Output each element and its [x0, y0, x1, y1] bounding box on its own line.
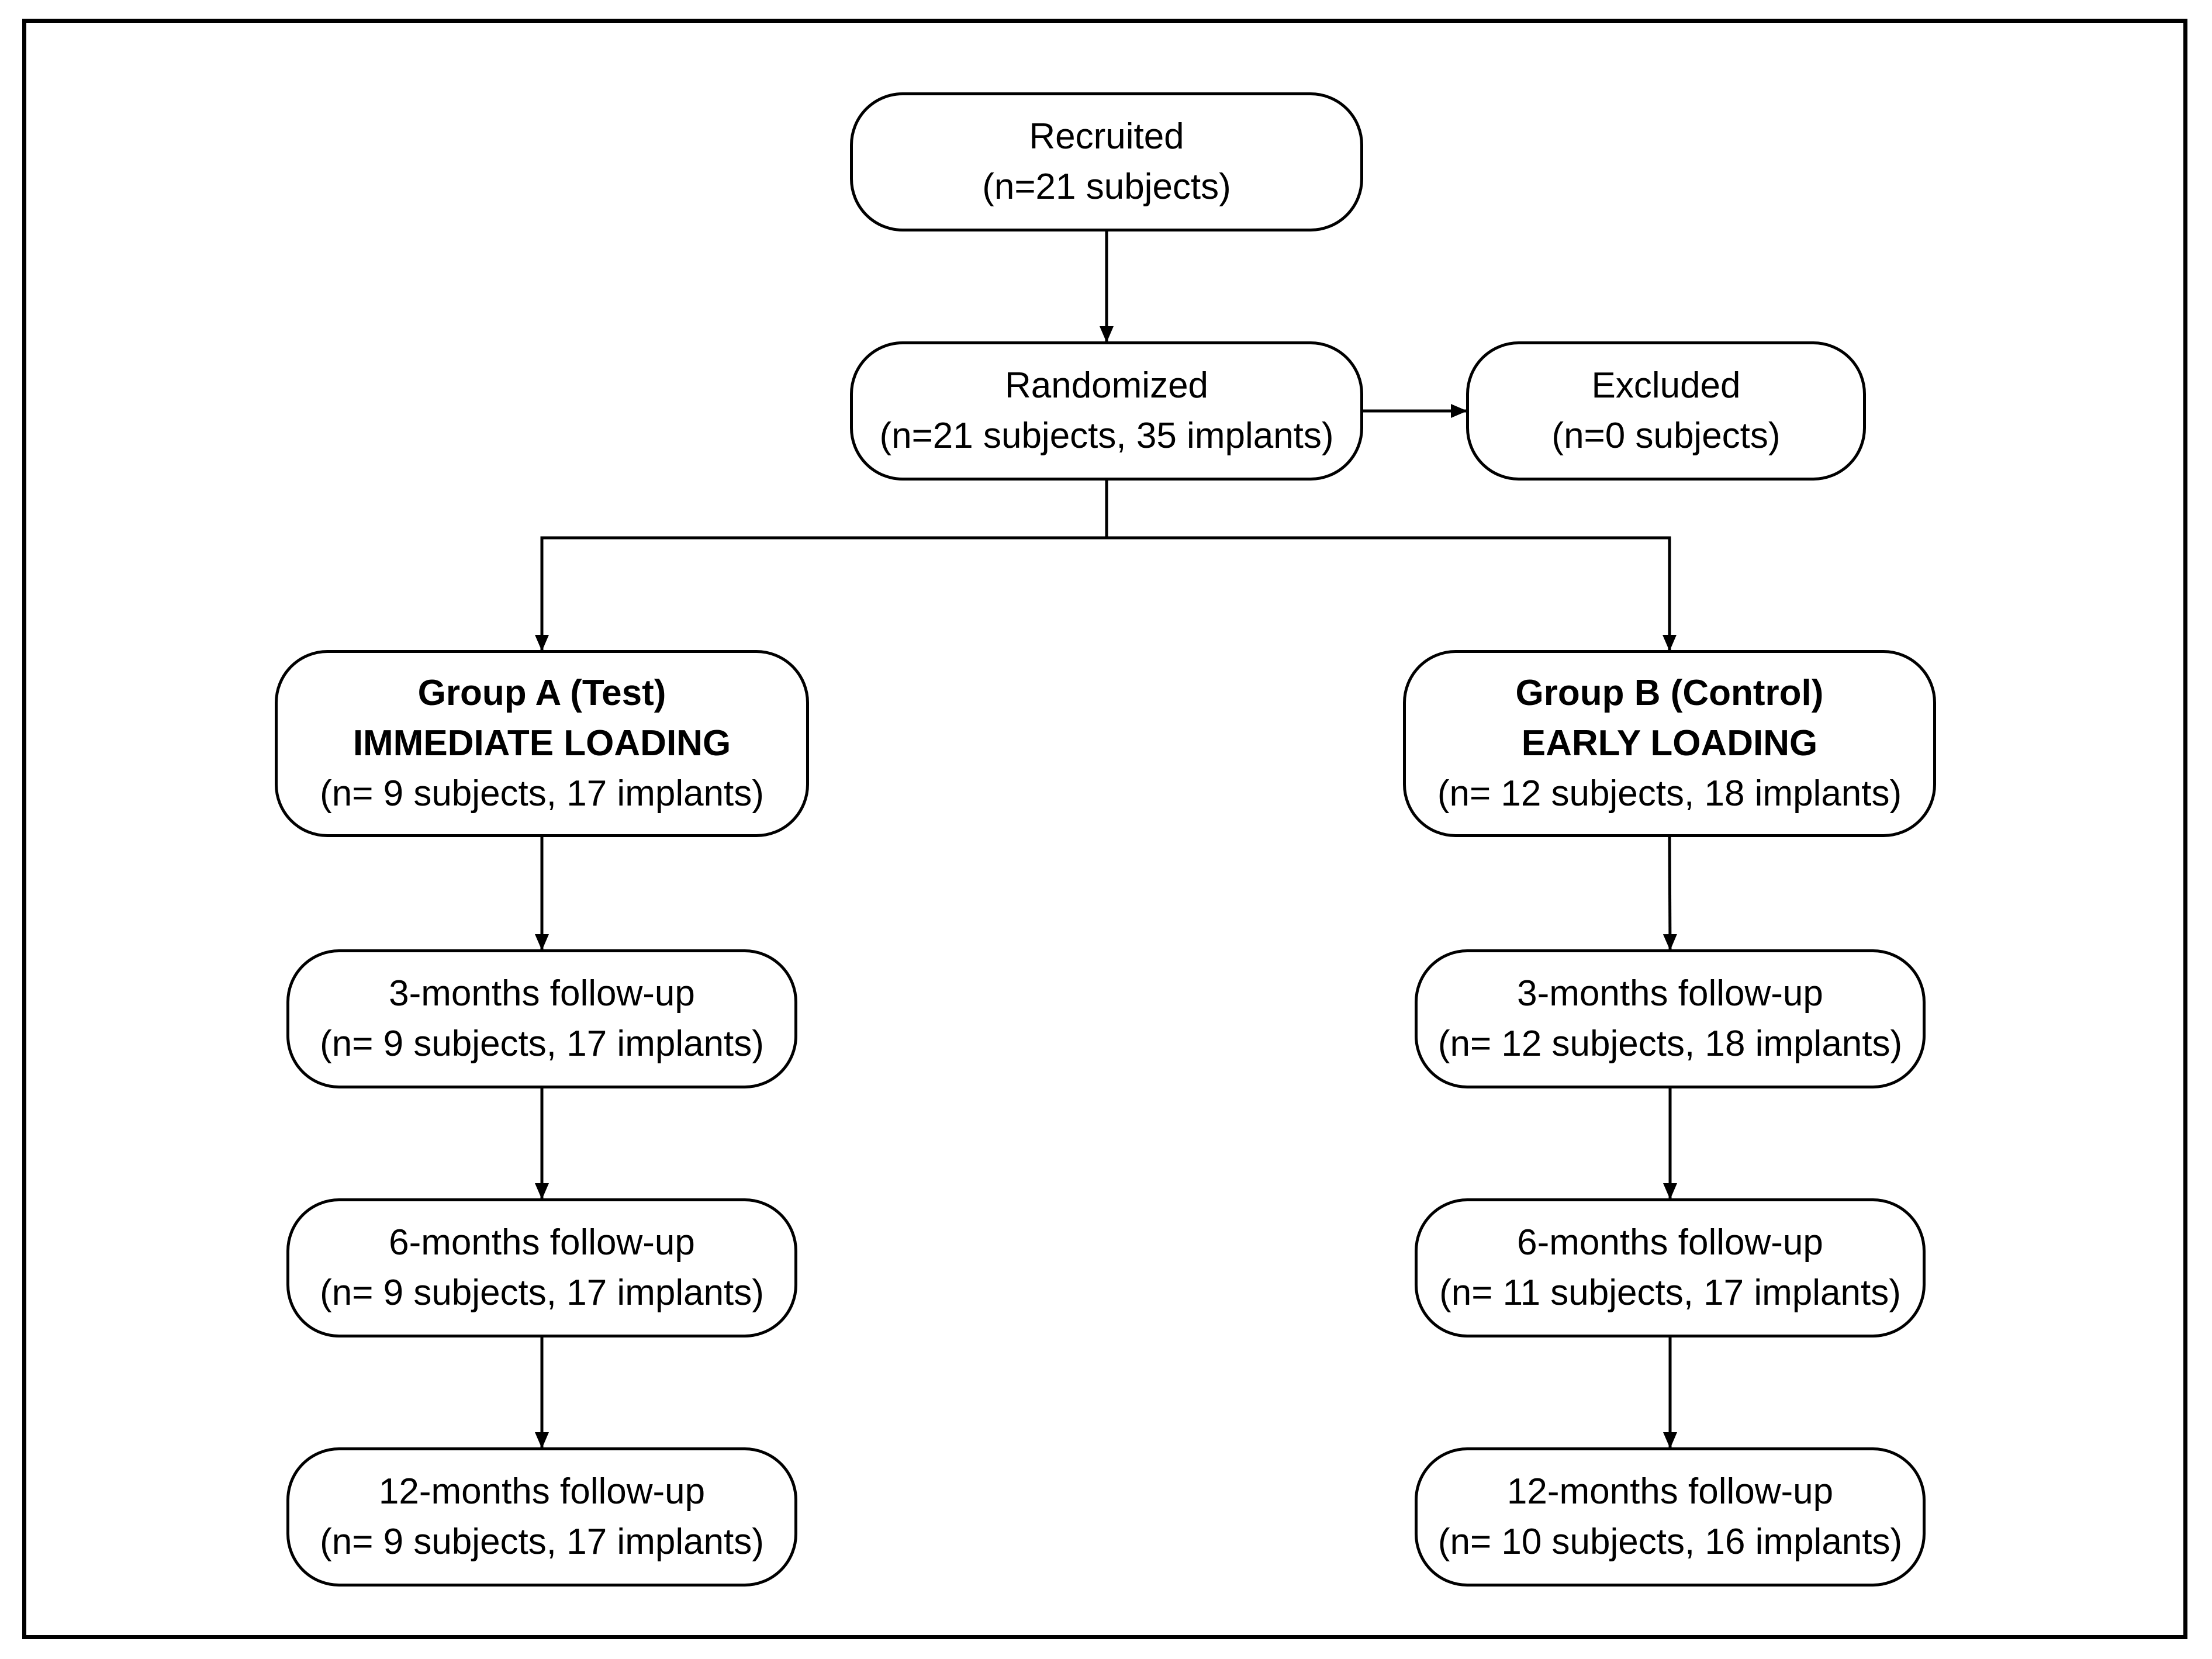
group-b-3-months-title: 3-months follow-up	[1517, 973, 1823, 1014]
group-a-12-months-count: (n= 9 subjects, 17 implants)	[320, 1522, 764, 1562]
group-a-6-months-box: 6-months follow-up (n= 9 subjects, 17 im…	[286, 1198, 797, 1337]
group-a-title: Group A (Test)	[417, 673, 666, 713]
group-b-12-months-box: 12-months follow-up (n= 10 subjects, 16 …	[1415, 1447, 1926, 1587]
excluded-title: Excluded	[1591, 365, 1741, 406]
group-a-6-months-count: (n= 9 subjects, 17 implants)	[320, 1273, 764, 1313]
group-b-6-months-title: 6-months follow-up	[1517, 1222, 1823, 1263]
group-b-count: (n= 12 subjects, 18 implants)	[1437, 773, 1902, 814]
group-a-loading: IMMEDIATE LOADING	[352, 723, 731, 763]
group-a-3-months-box: 3-months follow-up (n= 9 subjects, 17 im…	[286, 949, 797, 1088]
group-b-6-months-box: 6-months follow-up (n= 11 subjects, 17 i…	[1415, 1198, 1926, 1337]
group-a-3-months-title: 3-months follow-up	[389, 973, 695, 1014]
group-b-box: Group B (Control) EARLY LOADING (n= 12 s…	[1403, 650, 1936, 837]
group-b-3-months-box: 3-months follow-up (n= 12 subjects, 18 i…	[1415, 949, 1926, 1088]
group-a-box: Group A (Test) IMMEDIATE LOADING (n= 9 s…	[275, 650, 809, 837]
group-b-title: Group B (Control)	[1515, 673, 1824, 713]
excluded-box: Excluded (n=0 subjects)	[1466, 341, 1866, 481]
group-a-12-months-box: 12-months follow-up (n= 9 subjects, 17 i…	[286, 1447, 797, 1587]
group-a-6-months-title: 6-months follow-up	[389, 1222, 695, 1263]
group-b-12-months-count: (n= 10 subjects, 16 implants)	[1437, 1522, 1903, 1562]
diagram-frame	[22, 19, 2187, 1639]
randomized-count: (n=21 subjects, 35 implants)	[879, 416, 1334, 456]
group-a-count: (n= 9 subjects, 17 implants)	[320, 773, 764, 814]
group-b-6-months-count: (n= 11 subjects, 17 implants)	[1439, 1273, 1901, 1313]
recruited-title: Recruited	[1029, 116, 1184, 157]
randomized-box: Randomized (n=21 subjects, 35 implants)	[850, 341, 1363, 481]
arrow-randomized-to-group-a	[535, 481, 1108, 651]
randomized-title: Randomized	[1004, 365, 1209, 406]
group-b-3-months-count: (n= 12 subjects, 18 implants)	[1437, 1024, 1903, 1064]
excluded-count: (n=0 subjects)	[1551, 416, 1781, 456]
recruited-box: Recruited (n=21 subjects)	[850, 92, 1363, 231]
group-b-12-months-title: 12-months follow-up	[1506, 1471, 1834, 1512]
group-a-12-months-title: 12-months follow-up	[378, 1471, 706, 1512]
group-a-3-months-count: (n= 9 subjects, 17 implants)	[320, 1024, 764, 1064]
group-b-loading: EARLY LOADING	[1521, 723, 1818, 763]
arrow-randomized-to-group-b	[1105, 481, 1677, 651]
recruited-count: (n=21 subjects)	[982, 167, 1231, 207]
